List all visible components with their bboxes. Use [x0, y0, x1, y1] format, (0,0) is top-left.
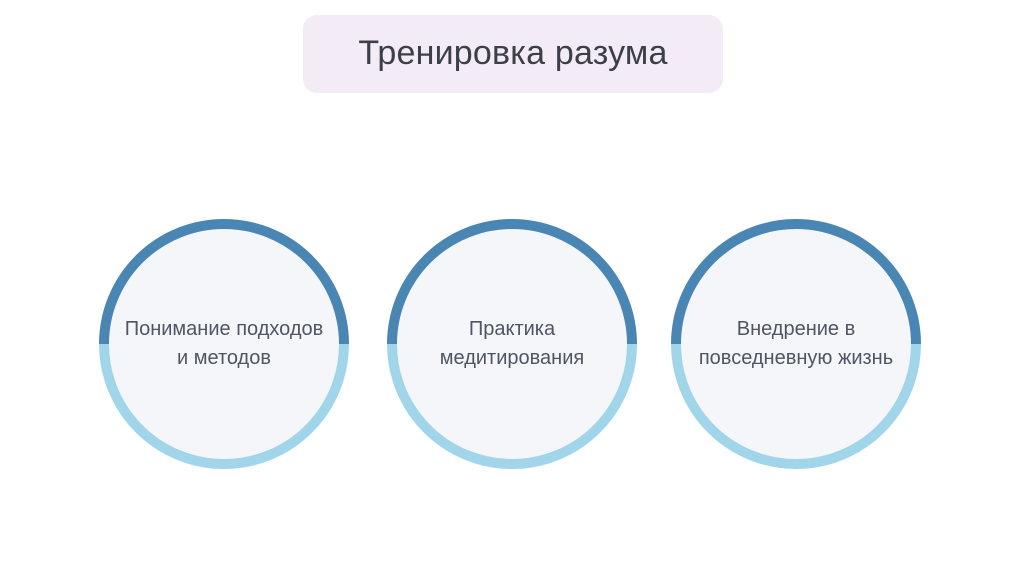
circle-item-3[interactable]: Внедрение в повседневную жизнь: [670, 218, 922, 470]
page-title: Тренировка разума: [358, 34, 668, 73]
circle-item-1[interactable]: Понимание подходов и методов: [98, 218, 350, 470]
circle-ring-3: [671, 219, 921, 469]
circle-ring-1: [99, 219, 349, 469]
title-pill: Тренировка разума: [303, 15, 723, 93]
circle-item-2[interactable]: Практика медитирования: [386, 218, 638, 470]
circle-ring-2: [387, 219, 637, 469]
